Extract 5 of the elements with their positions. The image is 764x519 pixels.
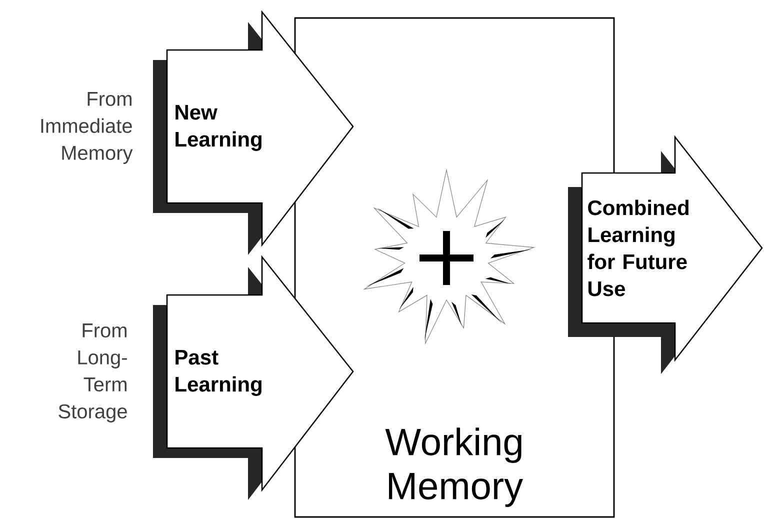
arrow-shaped-box: New Learning: [153, 10, 354, 255]
arrow-shaped-box: Combined Learning for Future Use: [568, 135, 763, 374]
side-label: From Immediate Memory: [41, 92, 133, 164]
side-label: From Long-Term Storage: [58, 324, 127, 422]
arrow-shaped-box: Past Learning: [153, 255, 354, 500]
